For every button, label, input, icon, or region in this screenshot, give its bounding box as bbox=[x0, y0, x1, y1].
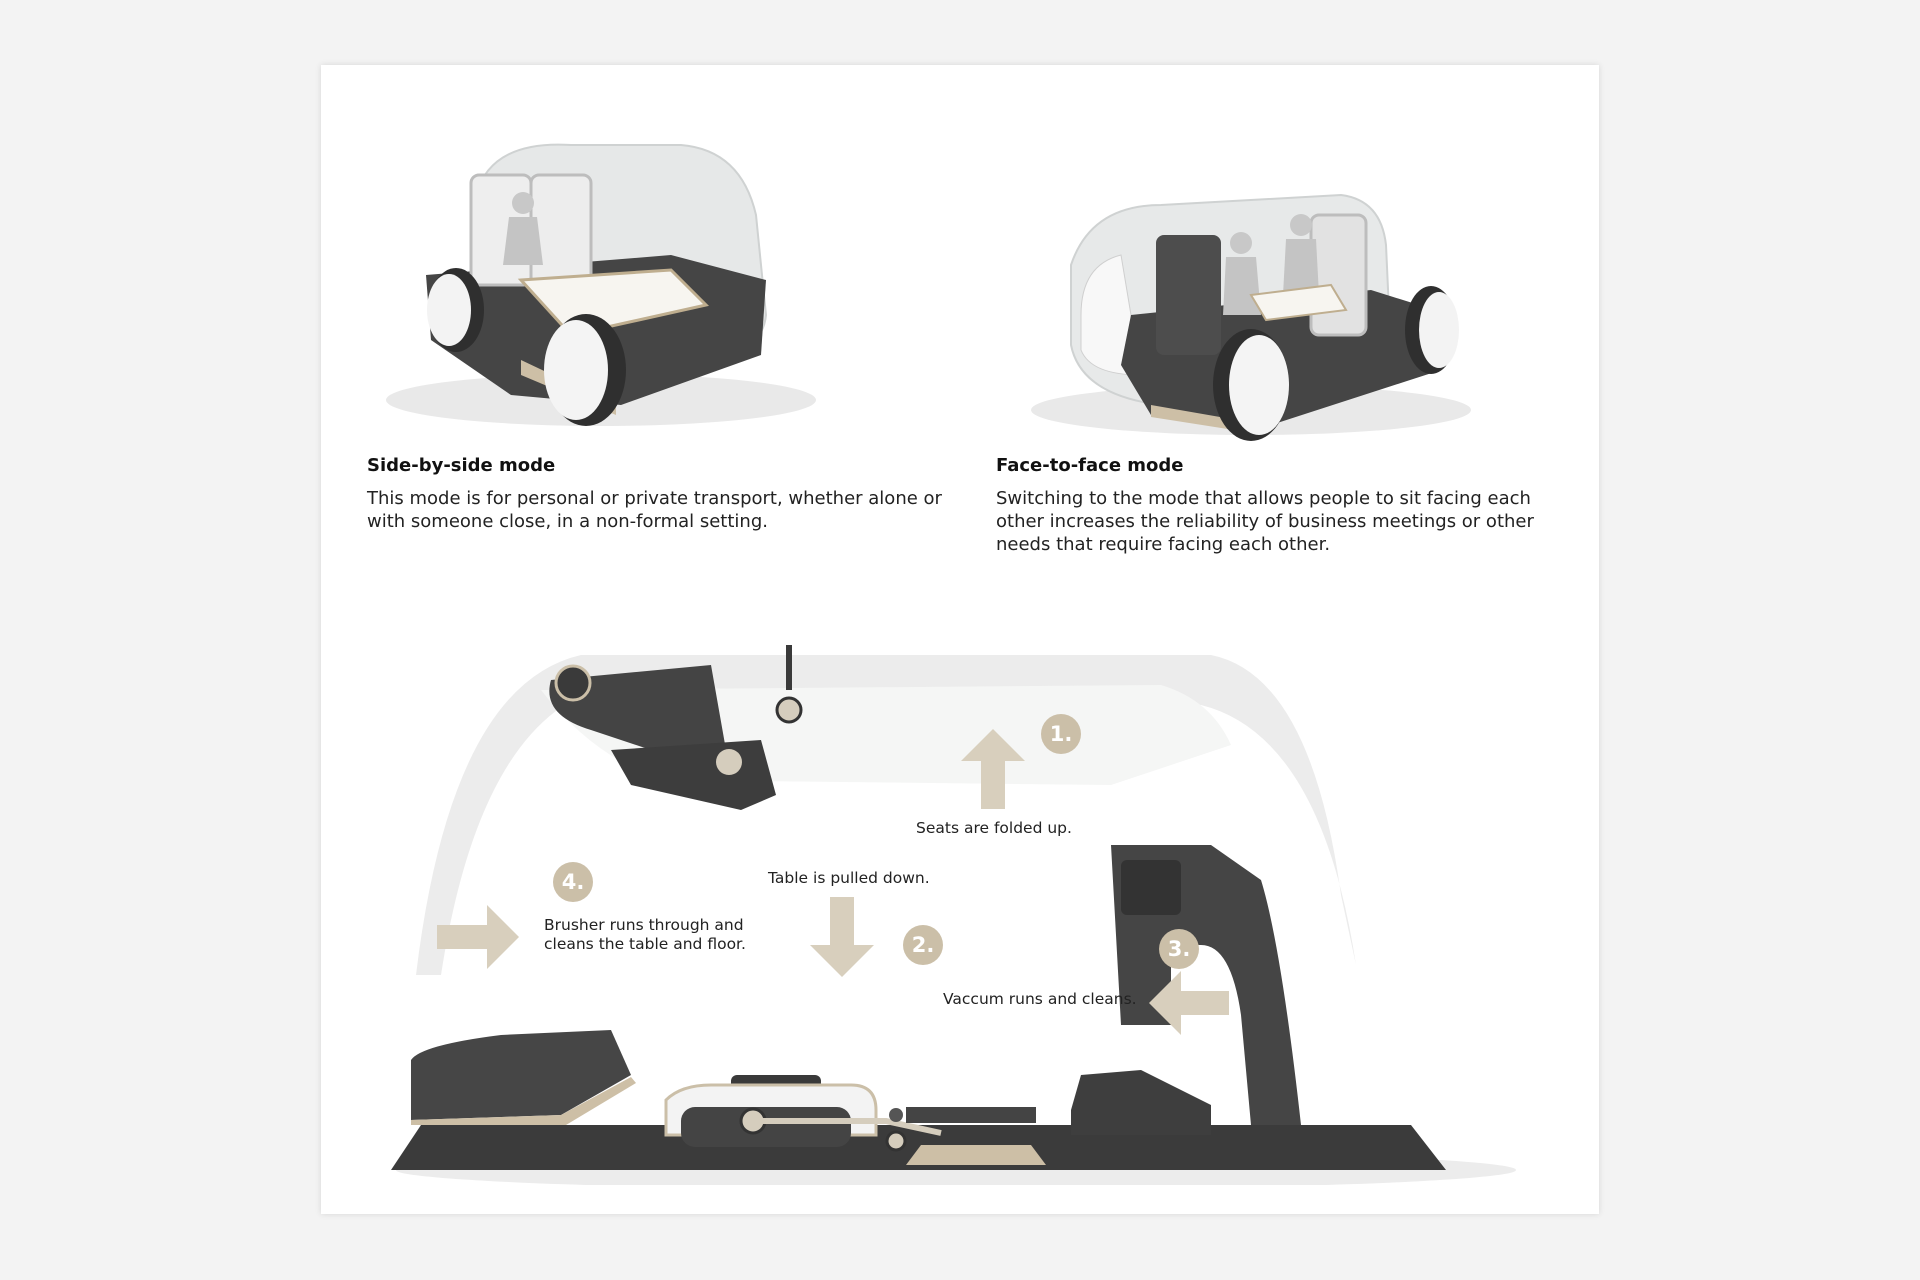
step-3-text: Vaccum runs and cleans. bbox=[943, 990, 1137, 1008]
step-4-text: Brusher runs through and cleans the tabl… bbox=[544, 916, 746, 953]
arrow-left-icon bbox=[1149, 971, 1229, 1035]
side-by-side-title: Side-by-side mode bbox=[367, 455, 556, 476]
step-2-badge: 2. bbox=[903, 925, 943, 965]
face-to-face-description: Switching to the mode that allows people… bbox=[996, 488, 1534, 555]
side-by-side-description: This mode is for personal or private tra… bbox=[367, 488, 942, 532]
vacuum-unit bbox=[1071, 845, 1301, 1135]
cleaning-process-illustration bbox=[391, 645, 1516, 1185]
face-to-face-title: Face-to-face mode bbox=[996, 455, 1184, 476]
arrow-up-icon bbox=[961, 729, 1025, 809]
design-sheet: Side-by-side mode This mode is for perso… bbox=[321, 65, 1599, 1214]
step-3-badge: 3. bbox=[1159, 929, 1199, 969]
table-unit bbox=[664, 1075, 1046, 1165]
step-4-badge: 4. bbox=[553, 862, 593, 902]
brusher-unit bbox=[411, 1030, 636, 1125]
side-by-side-vehicle-render bbox=[386, 143, 816, 426]
arrow-right-icon bbox=[437, 905, 519, 969]
arrow-down-icon bbox=[810, 897, 874, 977]
step-1-badge: 1. bbox=[1041, 714, 1081, 754]
step-1-text: Seats are folded up. bbox=[916, 819, 1072, 837]
folded-seats bbox=[549, 645, 803, 810]
step-2-text: Table is pulled down. bbox=[768, 869, 930, 887]
face-to-face-vehicle-render bbox=[1031, 193, 1471, 441]
